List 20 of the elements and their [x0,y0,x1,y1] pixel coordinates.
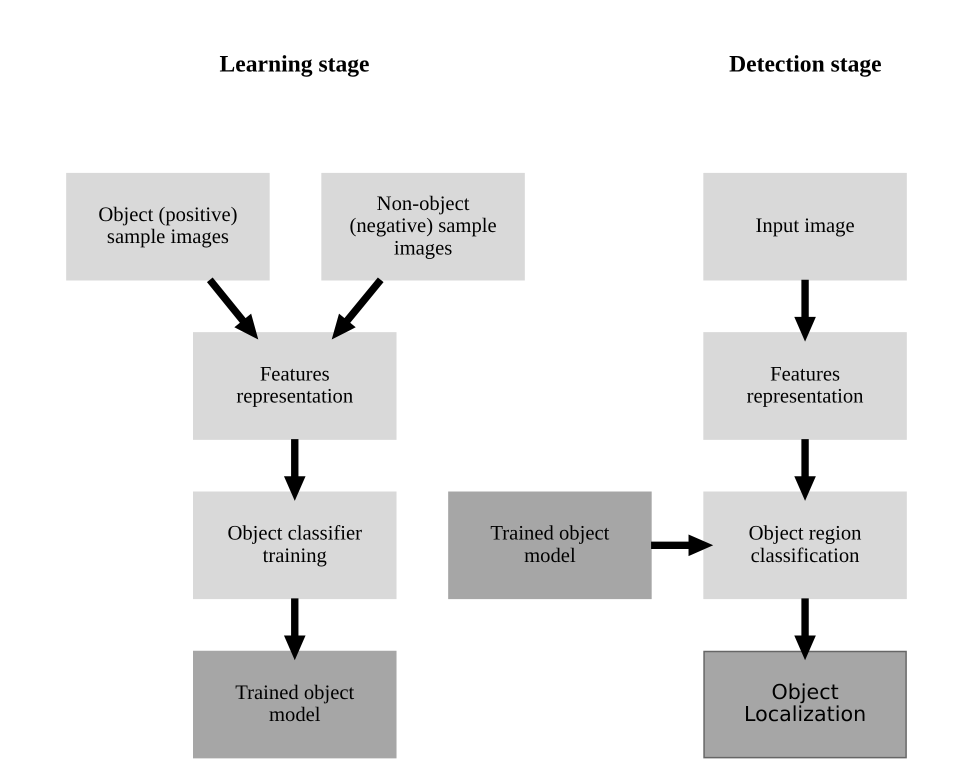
arrow [331,277,384,340]
node-box: Features representation [702,332,906,440]
node-box: Non-object (negative) sample images [320,172,524,281]
arrow [794,439,816,501]
node-box: Trained object model [192,650,396,758]
arrow [794,280,816,342]
node-box: Features representation [192,332,396,440]
arrow [794,598,816,660]
arrow [650,534,713,556]
arrow [283,598,306,660]
node-box: Trained object model [448,491,652,600]
arrow [206,277,258,340]
label: Learning stage [219,52,370,78]
node-box: Object region classification [702,491,906,600]
node-box: Object (positive) sample images [66,172,270,281]
node-box: Object Localization [702,650,906,758]
node-box: Input image [702,172,906,281]
arrow [283,439,306,501]
node-box: Object classifier training [192,491,396,600]
label: Detection stage [728,52,882,78]
